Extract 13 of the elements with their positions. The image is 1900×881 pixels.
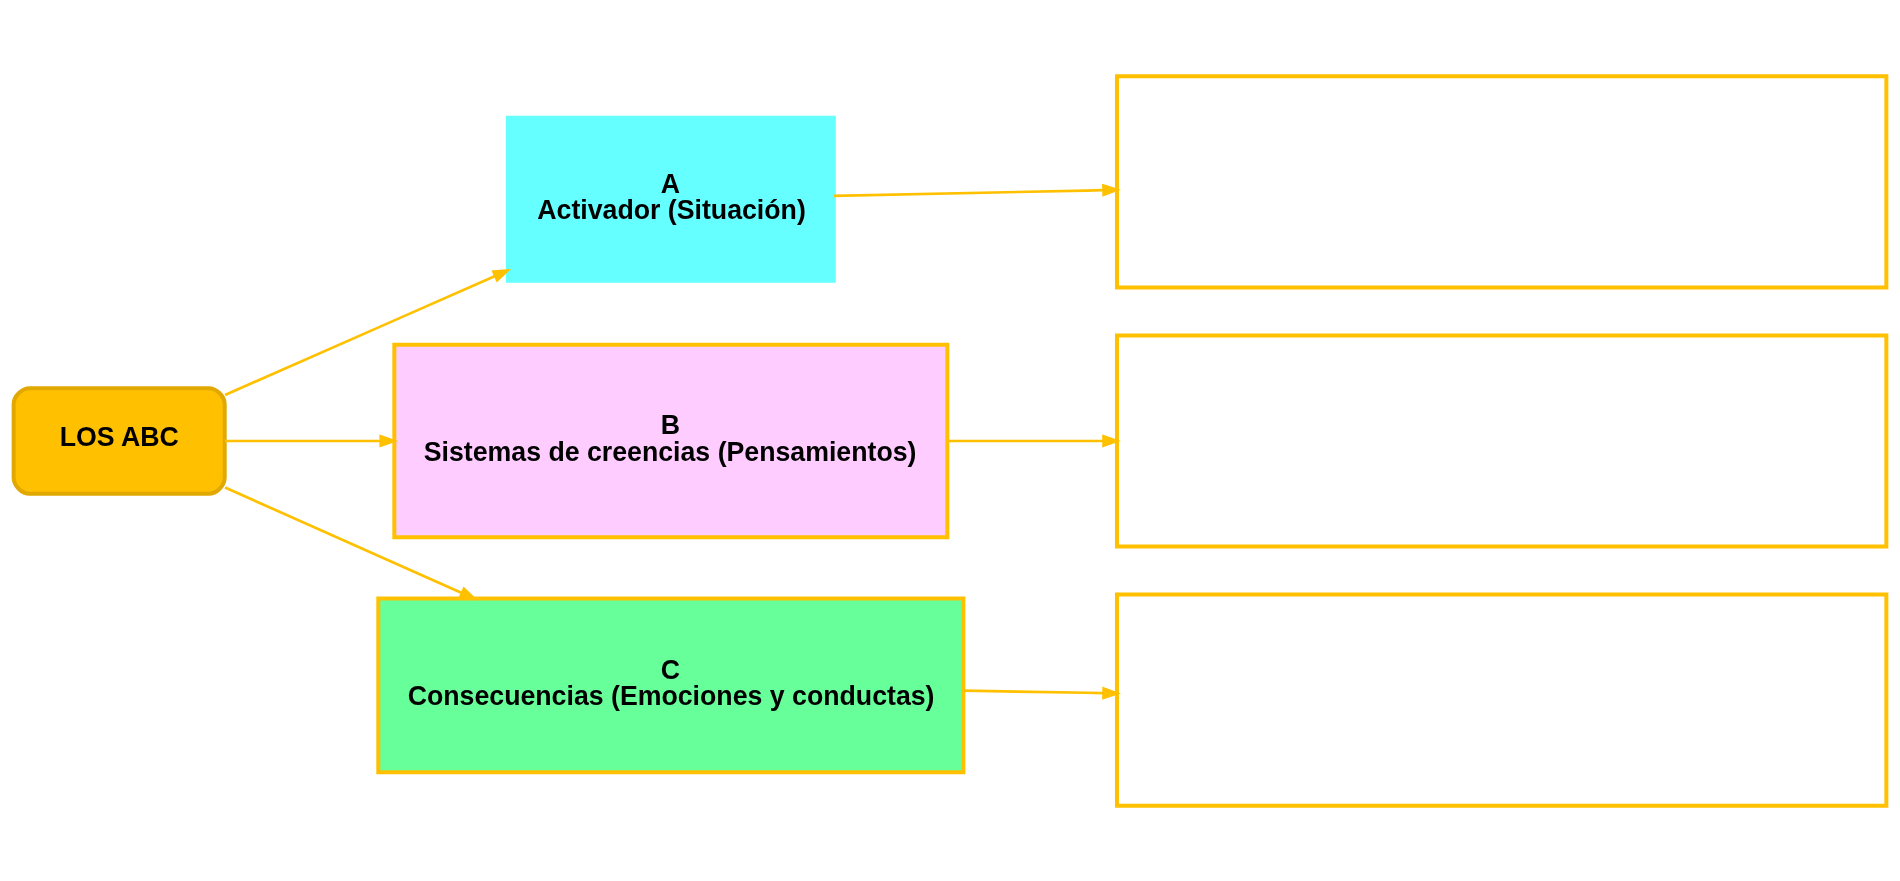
node-box — [1114, 592, 1889, 808]
node-box — [1114, 332, 1889, 549]
node-box — [1114, 73, 1889, 289]
arrow — [963, 686, 1121, 700]
arrow — [833, 183, 1121, 197]
node-box: LOS ABC — [11, 385, 227, 496]
node-box: C Consecuencias (Emociones y conductas) — [376, 596, 966, 774]
arrow — [224, 268, 512, 396]
arrow — [947, 433, 1121, 448]
arrow — [224, 485, 478, 600]
node-box: A Activador (Situación) — [505, 115, 836, 283]
node-box: B Sistemas de creencias (Pensamientos) — [392, 342, 950, 539]
arrow — [225, 433, 399, 448]
